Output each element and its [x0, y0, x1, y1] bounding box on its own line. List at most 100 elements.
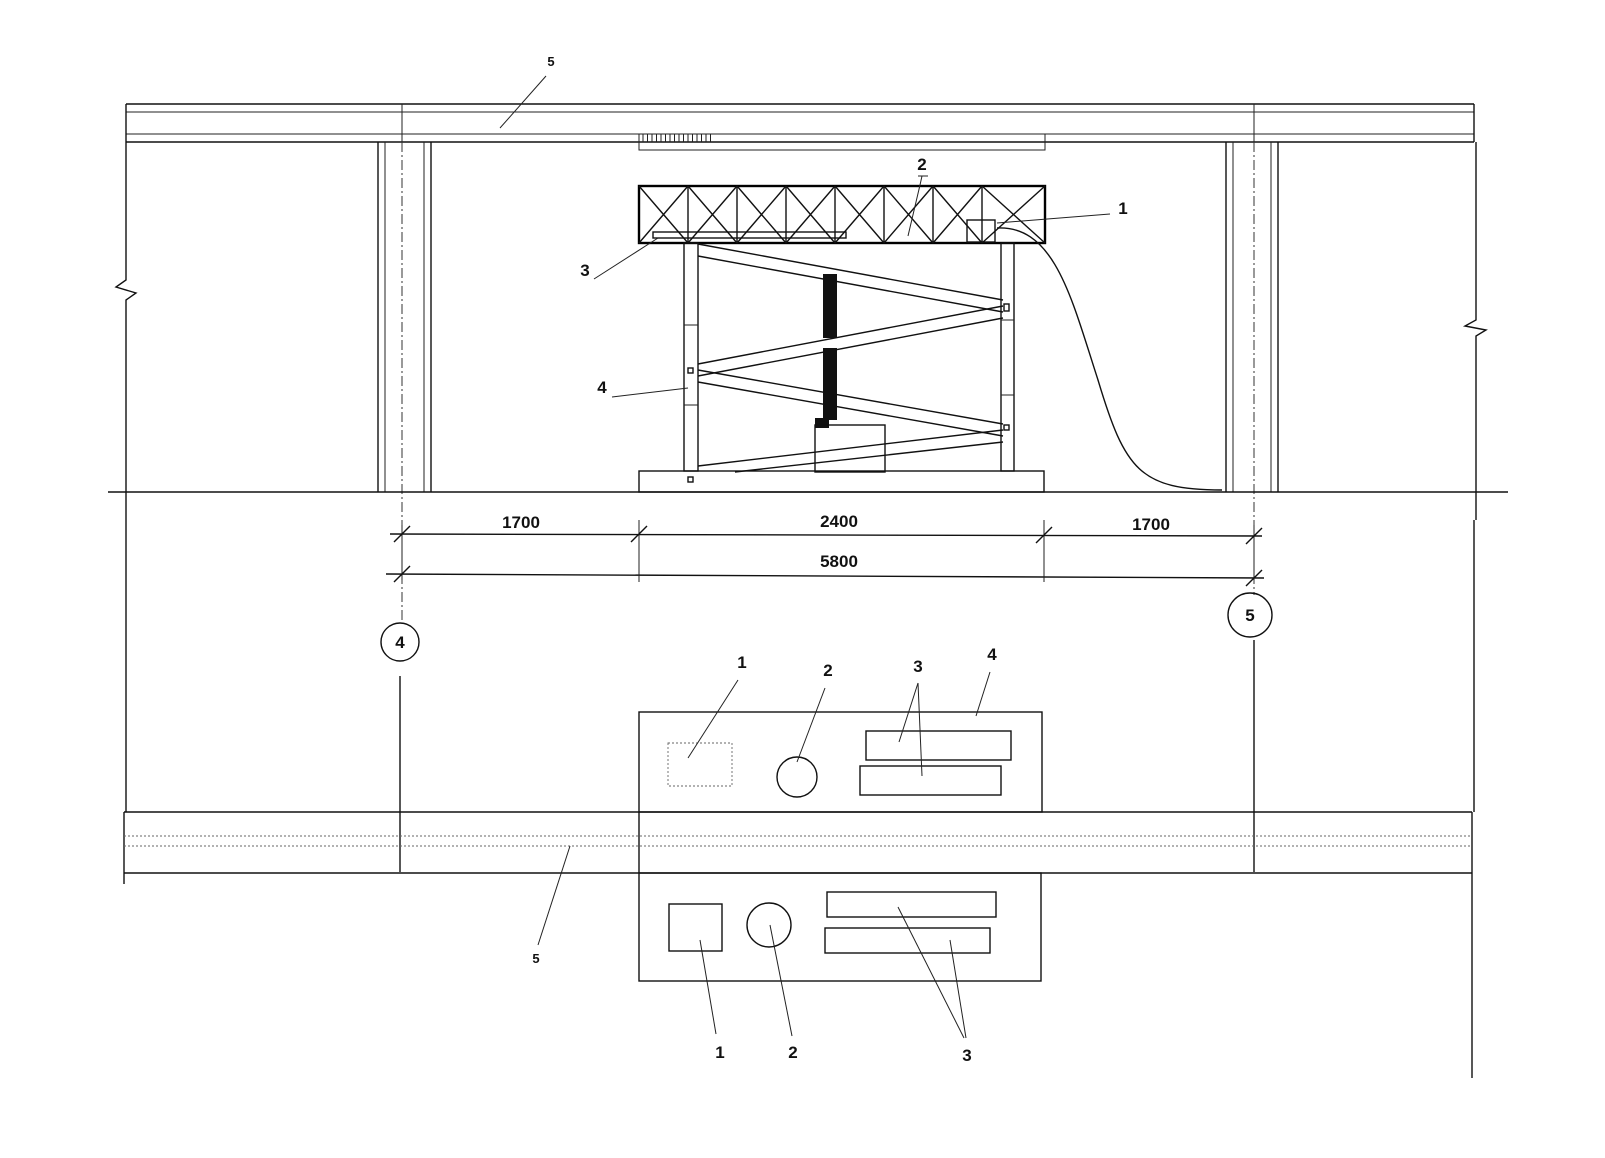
leader-5: [499, 75, 547, 129]
left-wall-break: [114, 142, 138, 535]
leader: [769, 924, 793, 1037]
leader-2: [907, 175, 928, 237]
axis-bubble-5: [1227, 592, 1273, 638]
leader: [796, 687, 826, 763]
plan-callout-3: 3: [962, 1046, 971, 1065]
dim-tick: [1245, 569, 1263, 587]
deck-plate-b: [824, 927, 991, 954]
dim-tick: [1245, 527, 1263, 545]
control-box: [668, 903, 723, 952]
axis-label-5: 5: [1245, 606, 1254, 625]
lift-base: [638, 470, 1045, 493]
hydraulic-cylinder: [823, 348, 837, 420]
control-box-hidden: [667, 742, 733, 787]
plan-beam: [124, 811, 1472, 874]
scissor-arm: [697, 381, 1004, 437]
callout-3: 3: [580, 261, 589, 280]
plan-upper-callouts: 1 2 3 4: [687, 645, 997, 777]
dim-middle-label: 2400: [820, 512, 858, 531]
axis-bubble-4: [380, 622, 420, 662]
plan-callout-2: 2: [823, 661, 832, 680]
truss-diagonal: [883, 185, 934, 244]
elevation-callouts: 5 2 1 3 4: [499, 54, 1128, 398]
dim-line-total: [385, 573, 1265, 579]
callout-1: 1: [1118, 199, 1127, 218]
plan-callout-1: 1: [715, 1043, 724, 1062]
left-rail: [683, 242, 699, 472]
pivot-pin: [1003, 424, 1010, 431]
scissor-arm: [697, 255, 1004, 313]
pump-unit: [814, 424, 886, 473]
dim-tick: [1035, 526, 1053, 544]
leader: [537, 845, 571, 946]
right-wall-break: [1462, 142, 1488, 520]
scissor-arm: [697, 243, 1004, 301]
plan-lower-callouts: 1 2 3 5: [532, 845, 972, 1065]
plan-callout-2: 2: [788, 1043, 797, 1062]
axis-label-4: 4: [395, 633, 405, 652]
plan-callout-4: 4: [987, 645, 997, 664]
truss-diagonal: [834, 185, 885, 244]
truss-diagonal: [638, 185, 689, 244]
ceiling-rail: [638, 133, 1046, 151]
plan-callout-5: 5: [532, 951, 539, 966]
control-box: [966, 219, 996, 243]
column-axis-4: [377, 142, 432, 492]
leader: [687, 679, 739, 759]
deck-plate-a: [865, 730, 1012, 761]
callout-2: 2: [917, 155, 926, 174]
rail-outline: [638, 133, 1046, 151]
truss-diagonal: [736, 185, 787, 244]
scissor-arm: [697, 317, 1004, 377]
dim-left-label: 1700: [502, 513, 540, 532]
callout-4: 4: [597, 378, 607, 397]
platform-outline-upper: [638, 711, 1043, 813]
leader-4: [611, 387, 689, 398]
power-cable: [996, 227, 1223, 491]
leader: [898, 682, 919, 743]
truss-diagonal: [785, 185, 836, 244]
plan-platform-lower: [638, 872, 1042, 982]
scissor-arm: [697, 429, 1004, 467]
scissor-lift: [638, 242, 1045, 493]
right-rail: [1000, 242, 1015, 472]
leader: [975, 671, 991, 717]
plan-callout-3: 3: [913, 657, 922, 676]
deck-plate: [652, 231, 847, 239]
dim-total-label: 5800: [820, 552, 858, 571]
plan-platform-upper: [638, 711, 1043, 813]
truss-diagonal: [981, 185, 1046, 244]
leader: [897, 906, 965, 1039]
leader-1: [996, 213, 1111, 224]
truss-frame: [637, 184, 1047, 245]
leader: [917, 682, 923, 777]
dim-tick: [393, 525, 411, 543]
pivot-pin: [1003, 303, 1010, 312]
platform-outline-lower: [638, 872, 1042, 982]
plan-callout-1: 1: [737, 653, 746, 672]
callout-5: 5: [547, 54, 554, 69]
scissor-arm: [697, 305, 1004, 365]
axis-markers: 45: [380, 592, 1273, 872]
pivot-pin: [687, 367, 694, 374]
scissor-arm: [697, 369, 1004, 425]
column-axis-5: [1225, 142, 1279, 492]
cylinder-mount: [815, 418, 829, 428]
pivot-pin: [687, 476, 694, 483]
outer-walls: [114, 142, 1488, 535]
leader: [699, 939, 717, 1035]
hydraulic-rod: [823, 274, 837, 338]
cylinder-circle: [776, 756, 818, 798]
truss-diagonal: [687, 185, 738, 244]
truss-diagonal: [932, 185, 983, 244]
leader: [949, 939, 967, 1039]
cylinder-circle: [746, 902, 792, 948]
top-beam: [125, 103, 1475, 143]
deck-plate-b: [859, 765, 1002, 796]
dim-tick: [393, 565, 411, 583]
platform-truss: [637, 184, 1047, 245]
leader-3: [593, 237, 659, 280]
dim-tick: [630, 525, 648, 543]
